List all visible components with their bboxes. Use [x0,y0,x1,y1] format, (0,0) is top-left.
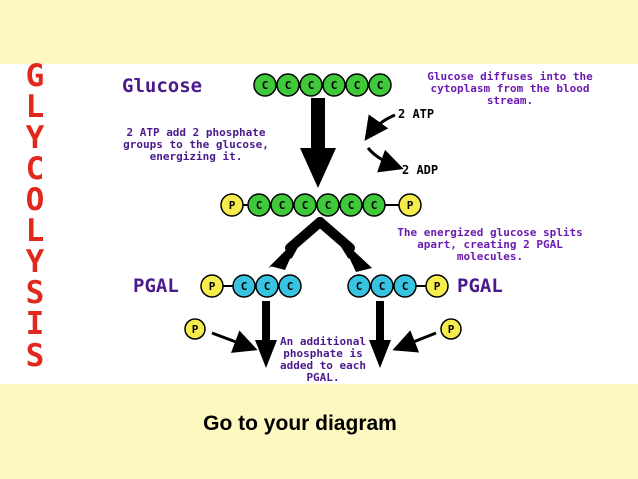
slide-caption: Go to your diagram [203,412,397,435]
side-title-letter: I [26,306,45,342]
phosphate-atom [398,193,422,217]
phosphate-atom [200,274,224,298]
svg-text:phosphate is: phosphate is [283,347,362,360]
side-title-letter: O [26,182,45,218]
atp-arrow [364,113,396,141]
carbon-atom [345,73,369,97]
phosphate-symbol: P [407,199,414,212]
main-down-arrow [300,98,336,188]
extra-phosphate-left: P [184,318,206,340]
atp-note: 2 ATP add 2 phosphate groups to the gluc… [123,126,269,163]
carbon-symbol: C [279,199,286,212]
side-title: G L Y C O L Y S I S [26,58,45,374]
carbon-atom [276,73,300,97]
carbon-atom [255,274,279,298]
adp-arrow [366,147,404,173]
phosphate-note: An additional phosphate is added to each… [280,335,366,384]
side-title-letter: S [26,338,45,374]
carbon-symbol: C [256,199,263,212]
carbon-atom [293,193,317,217]
carbon-atom [270,193,294,217]
carbon-symbol: C [379,280,386,293]
pgal-left-down-arrow [255,301,277,368]
pgal-right-down-arrow [369,301,391,368]
carbon-symbol: C [377,79,384,92]
pgal-right-label: PGAL [457,275,503,297]
carbon-atom [370,274,394,298]
svg-text:An additional: An additional [280,335,366,348]
svg-text:stream.: stream. [487,94,533,107]
carbon-symbol: C [241,280,248,293]
extra-phosphate-right: P [440,318,462,340]
side-title-letter: G [26,58,45,94]
carbon-symbol: C [308,79,315,92]
carbon-symbol: C [325,199,332,212]
carbon-symbol: C [331,79,338,92]
carbon-atom [393,274,417,298]
side-title-letter: Y [26,244,45,280]
carbon-atom [316,193,340,217]
split-arrows [268,217,372,272]
diffuse-note: Glucose diffuses into the cytoplasm from… [427,70,593,107]
phosphate-left-arrow [211,330,258,353]
pgal-right-molecule: C C C P [347,274,449,298]
svg-text:molecules.: molecules. [457,250,523,263]
side-title-letter: S [26,275,45,311]
adp-label: 2 ADP [402,163,438,177]
pgal-left-molecule: P C C C [200,274,302,298]
carbon-atom [368,73,392,97]
carbon-atom [247,193,271,217]
side-title-letter: Y [26,120,45,156]
glucose-chain: C C C C C C [253,73,392,97]
carbon-atom [278,274,302,298]
carbon-symbol: C [287,280,294,293]
carbon-atom [322,73,346,97]
svg-text:added to each: added to each [280,359,366,372]
carbon-symbol: C [356,280,363,293]
carbon-atom [253,73,277,97]
carbon-symbol: C [371,199,378,212]
svg-text:Glucose diffuses into the: Glucose diffuses into the [427,70,593,83]
phosphate-atom [425,274,449,298]
phosphate-symbol: P [229,199,236,212]
side-title-letter: L [26,213,45,249]
glucose-label: Glucose [122,75,202,97]
slide-background-top [0,0,638,64]
carbon-symbol: C [285,79,292,92]
phosphate-symbol: P [434,280,441,293]
split-note: The energized glucose splits apart, crea… [397,226,582,263]
pgal-left-label: PGAL [133,275,179,297]
svg-text:PGAL.: PGAL. [306,371,339,384]
carbon-symbol: C [402,280,409,293]
svg-text:The energized glucose splits: The energized glucose splits [397,226,582,239]
carbon-symbol: C [264,280,271,293]
side-title-letter: C [26,151,45,187]
carbon-symbol: C [262,79,269,92]
svg-text:groups to the glucose,: groups to the glucose, [123,138,269,151]
carbon-atom [362,193,386,217]
carbon-symbol: C [354,79,361,92]
phosphate-symbol: P [192,323,199,336]
carbon-atom [299,73,323,97]
svg-text:cytoplasm from the blood: cytoplasm from the blood [431,82,590,95]
carbon-atom [232,274,256,298]
carbon-atom [347,274,371,298]
fructose-bisphosphate-chain: P C C C C C C P [220,193,422,217]
phosphate-symbol: P [209,280,216,293]
carbon-symbol: C [348,199,355,212]
svg-text:apart, creating 2 PGAL: apart, creating 2 PGAL [417,238,563,251]
carbon-symbol: C [302,199,309,212]
svg-text:energizing it.: energizing it. [150,150,243,163]
atp-label: 2 ATP [398,107,434,121]
phosphate-right-arrow [392,330,437,353]
side-title-letter: L [26,89,45,125]
phosphate-symbol: P [448,323,455,336]
svg-text:2 ATP add 2 phosphate: 2 ATP add 2 phosphate [126,126,265,139]
carbon-atom [339,193,363,217]
phosphate-atom [220,193,244,217]
